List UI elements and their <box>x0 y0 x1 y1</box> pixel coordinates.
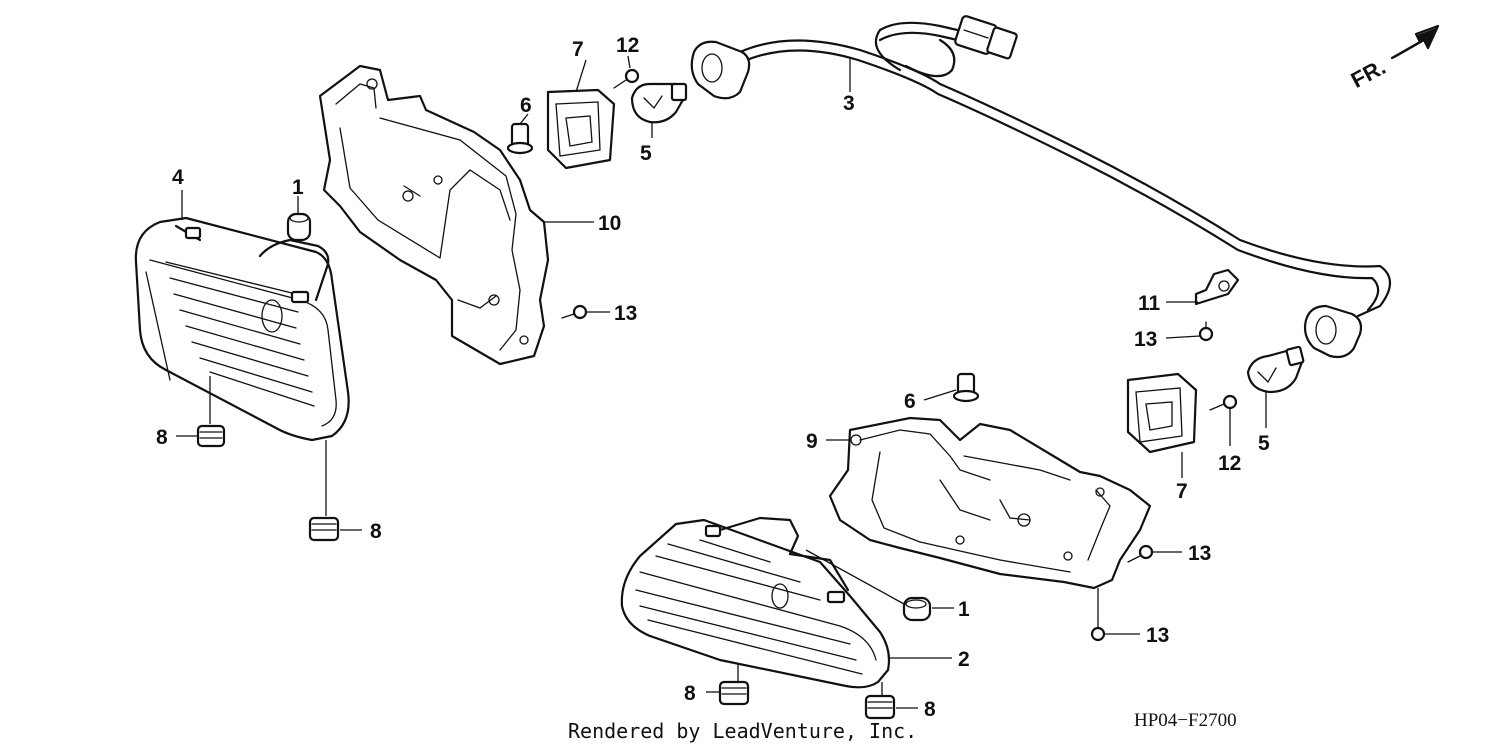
right-headlight-lens <box>620 516 891 689</box>
screw-13-bottom <box>1090 619 1106 642</box>
callout-12-lower: 12 <box>1218 452 1241 475</box>
callout-13-bottom: 13 <box>1146 624 1169 647</box>
left-headlight-lens <box>134 216 350 442</box>
callout-labels: 4 1 8 8 7 12 6 5 3 10 13 11 13 6 9 5 12 … <box>156 34 1270 721</box>
rubber-mount-3 <box>718 680 750 706</box>
callout-6-lower: 6 <box>904 390 916 413</box>
rubber-mount-4 <box>864 694 896 720</box>
callout-9: 9 <box>806 430 818 453</box>
bulb-cover-lower <box>1126 372 1198 454</box>
harness-clip <box>1194 268 1240 306</box>
screw-12-upper <box>613 68 640 89</box>
collar-upper <box>506 122 534 155</box>
callout-8-right-right: 8 <box>924 698 936 721</box>
callout-2: 2 <box>958 648 970 671</box>
callout-8-right-left: 8 <box>684 682 696 705</box>
callout-13-bracket: 13 <box>1188 542 1211 565</box>
screw-12-lower <box>1209 394 1238 411</box>
screw-13-clip <box>1198 321 1214 342</box>
grommet-right <box>902 596 932 622</box>
callout-1-right: 1 <box>958 598 970 621</box>
callout-10: 10 <box>598 212 621 235</box>
grommet-left <box>286 212 312 242</box>
bulb-lower <box>1246 345 1305 394</box>
leader-lines <box>176 55 1267 709</box>
callout-13-left: 13 <box>614 302 637 325</box>
callout-12-upper: 12 <box>616 34 639 57</box>
callout-6-upper: 6 <box>520 94 532 117</box>
collar-lower <box>952 372 980 403</box>
left-headlight-bracket <box>318 64 550 366</box>
screw-13-bracket <box>1127 544 1154 563</box>
callout-5-lower: 5 <box>1258 432 1270 455</box>
callout-7-upper: 7 <box>572 38 584 61</box>
callout-1-left: 1 <box>292 176 304 199</box>
callout-8-left-lower: 8 <box>370 520 382 543</box>
render-credit: Rendered by LeadVenture, Inc. <box>568 719 917 743</box>
front-direction-label: FR. <box>1347 54 1390 93</box>
screw-13-left <box>561 304 588 320</box>
rubber-mount-1 <box>196 424 226 448</box>
callout-7-lower: 7 <box>1176 480 1188 503</box>
right-headlight-bracket <box>828 416 1152 590</box>
front-direction-arrow: FR. <box>1347 24 1440 93</box>
callout-11: 11 <box>1138 292 1161 315</box>
diagram-code: HP04−F2700 <box>1134 710 1237 731</box>
bulb-cover-upper <box>546 88 616 170</box>
callout-8-left-upper: 8 <box>156 426 168 449</box>
callout-13-clip: 13 <box>1134 328 1157 351</box>
callout-3: 3 <box>843 92 855 115</box>
callout-5-upper: 5 <box>640 142 652 165</box>
rubber-mount-2 <box>308 516 340 542</box>
bulb-upper <box>630 82 688 124</box>
callout-4: 4 <box>172 166 184 189</box>
wire-harness <box>690 15 1392 359</box>
